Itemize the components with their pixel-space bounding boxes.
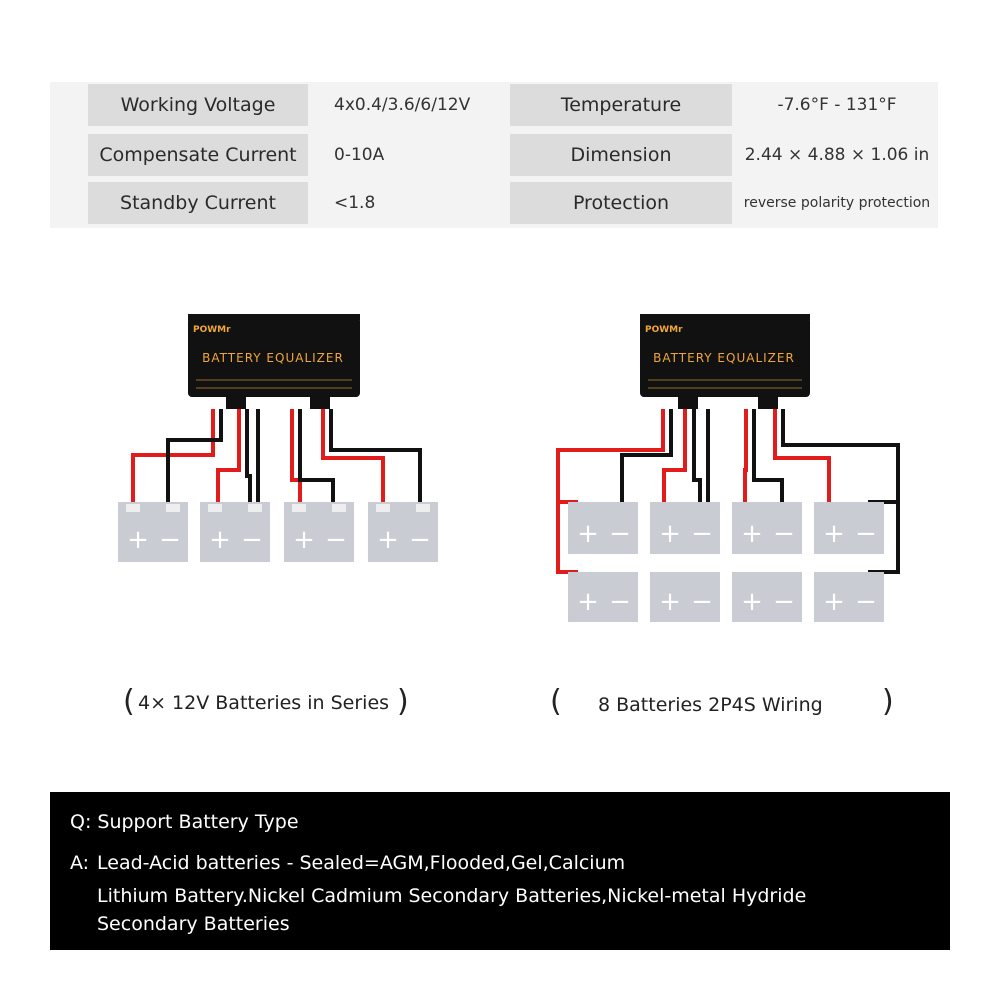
device-name-left: BATTERY EQUALIZER xyxy=(202,351,344,365)
spec-label-standby-current: Standby Current xyxy=(88,182,308,224)
faq-answer-line-3: Secondary Batteries xyxy=(97,913,290,935)
spec-label-compensate-current: Compensate Current xyxy=(88,134,308,176)
caption-right-close-paren: ) xyxy=(882,684,894,719)
spec-label-dimension: Dimension xyxy=(510,134,732,176)
spec-value-temperature: -7.6°F - 131°F xyxy=(736,84,938,126)
spec-table: Working Voltage 4x0.4/3.6/6/12V Temperat… xyxy=(50,82,938,228)
device-name-right: BATTERY EQUALIZER xyxy=(653,351,795,365)
svg-text:−: − xyxy=(159,525,181,555)
svg-text:+: + xyxy=(577,519,599,549)
svg-text:−: − xyxy=(773,519,795,549)
battery-left-1: + − xyxy=(118,502,188,562)
2p4s-diagram: POWMr BATTERY EQUALIZER + − xyxy=(556,314,900,622)
faq-answer-prefix: A: xyxy=(70,852,90,874)
svg-text:+: + xyxy=(293,525,315,555)
faq-panel: Q: Support Battery Type A: Lead-Acid bat… xyxy=(50,792,950,950)
device-brand-left: POWMr xyxy=(193,325,231,335)
battery-right-bottom-4: + − xyxy=(814,572,884,622)
svg-text:−: − xyxy=(241,525,263,555)
svg-text:+: + xyxy=(823,587,845,617)
battery-right-bottom-3: + − xyxy=(732,572,802,622)
svg-text:+: + xyxy=(659,519,681,549)
svg-text:+: + xyxy=(577,587,599,617)
svg-text:+: + xyxy=(209,525,231,555)
svg-text:+: + xyxy=(659,587,681,617)
caption-2p4s: 8 Batteries 2P4S Wiring xyxy=(598,694,823,716)
svg-text:+: + xyxy=(377,525,399,555)
battery-right-top-2: + − xyxy=(650,502,720,554)
svg-text:−: − xyxy=(773,587,795,617)
spec-value-standby-current: <1.8 xyxy=(312,182,508,224)
faq-answer-line-2: Lithium Battery.Nickel Cadmium Secondary… xyxy=(97,885,807,907)
spec-label-temperature: Temperature xyxy=(510,84,732,126)
svg-text:−: − xyxy=(855,587,877,617)
svg-text:−: − xyxy=(409,525,431,555)
caption-right-open-paren: ( xyxy=(550,684,562,719)
caption-series: 4× 12V Batteries in Series xyxy=(138,692,390,714)
equalizer-device-left: POWMr BATTERY EQUALIZER xyxy=(188,314,360,409)
svg-text:+: + xyxy=(741,587,763,617)
svg-text:−: − xyxy=(609,587,631,617)
battery-right-top-4: + − xyxy=(814,502,884,554)
series-diagram: POWMr BATTERY EQUALIZER + − xyxy=(118,314,438,562)
svg-text:+: + xyxy=(127,525,149,555)
equalizer-device-right: POWMr BATTERY EQUALIZER xyxy=(640,314,810,409)
battery-right-top-3: + − xyxy=(732,502,802,554)
caption-left-close-paren: ) xyxy=(397,684,409,719)
svg-text:+: + xyxy=(823,519,845,549)
svg-text:−: − xyxy=(609,519,631,549)
spec-value-dimension: 2.44 × 4.88 × 1.06 in xyxy=(736,134,938,176)
battery-left-4: + − xyxy=(368,502,438,562)
caption-left-open-paren: ( xyxy=(123,684,135,719)
spec-label-protection: Protection xyxy=(510,182,732,224)
battery-right-bottom-1: + − xyxy=(568,572,638,622)
battery-right-top-1: + − xyxy=(568,502,638,554)
spec-value-compensate-current: 0-10A xyxy=(312,134,508,176)
device-brand-right: POWMr xyxy=(645,325,683,335)
wiring-diagrams: POWMr BATTERY EQUALIZER + − xyxy=(118,314,900,622)
faq-answer-line-1: Lead-Acid batteries - Sealed=AGM,Flooded… xyxy=(97,852,626,874)
spec-value-protection: reverse polarity protection xyxy=(736,182,938,224)
svg-text:−: − xyxy=(691,587,713,617)
svg-text:−: − xyxy=(325,525,347,555)
svg-text:−: − xyxy=(691,519,713,549)
battery-right-bottom-2: + − xyxy=(650,572,720,622)
battery-left-3: + − xyxy=(284,502,354,562)
svg-text:−: − xyxy=(855,519,877,549)
battery-left-2: + − xyxy=(200,502,270,562)
spec-value-working-voltage: 4x0.4/3.6/6/12V xyxy=(312,84,508,126)
svg-text:+: + xyxy=(741,519,763,549)
spec-label-working-voltage: Working Voltage xyxy=(88,84,308,126)
faq-question: Q: Support Battery Type xyxy=(70,811,299,833)
